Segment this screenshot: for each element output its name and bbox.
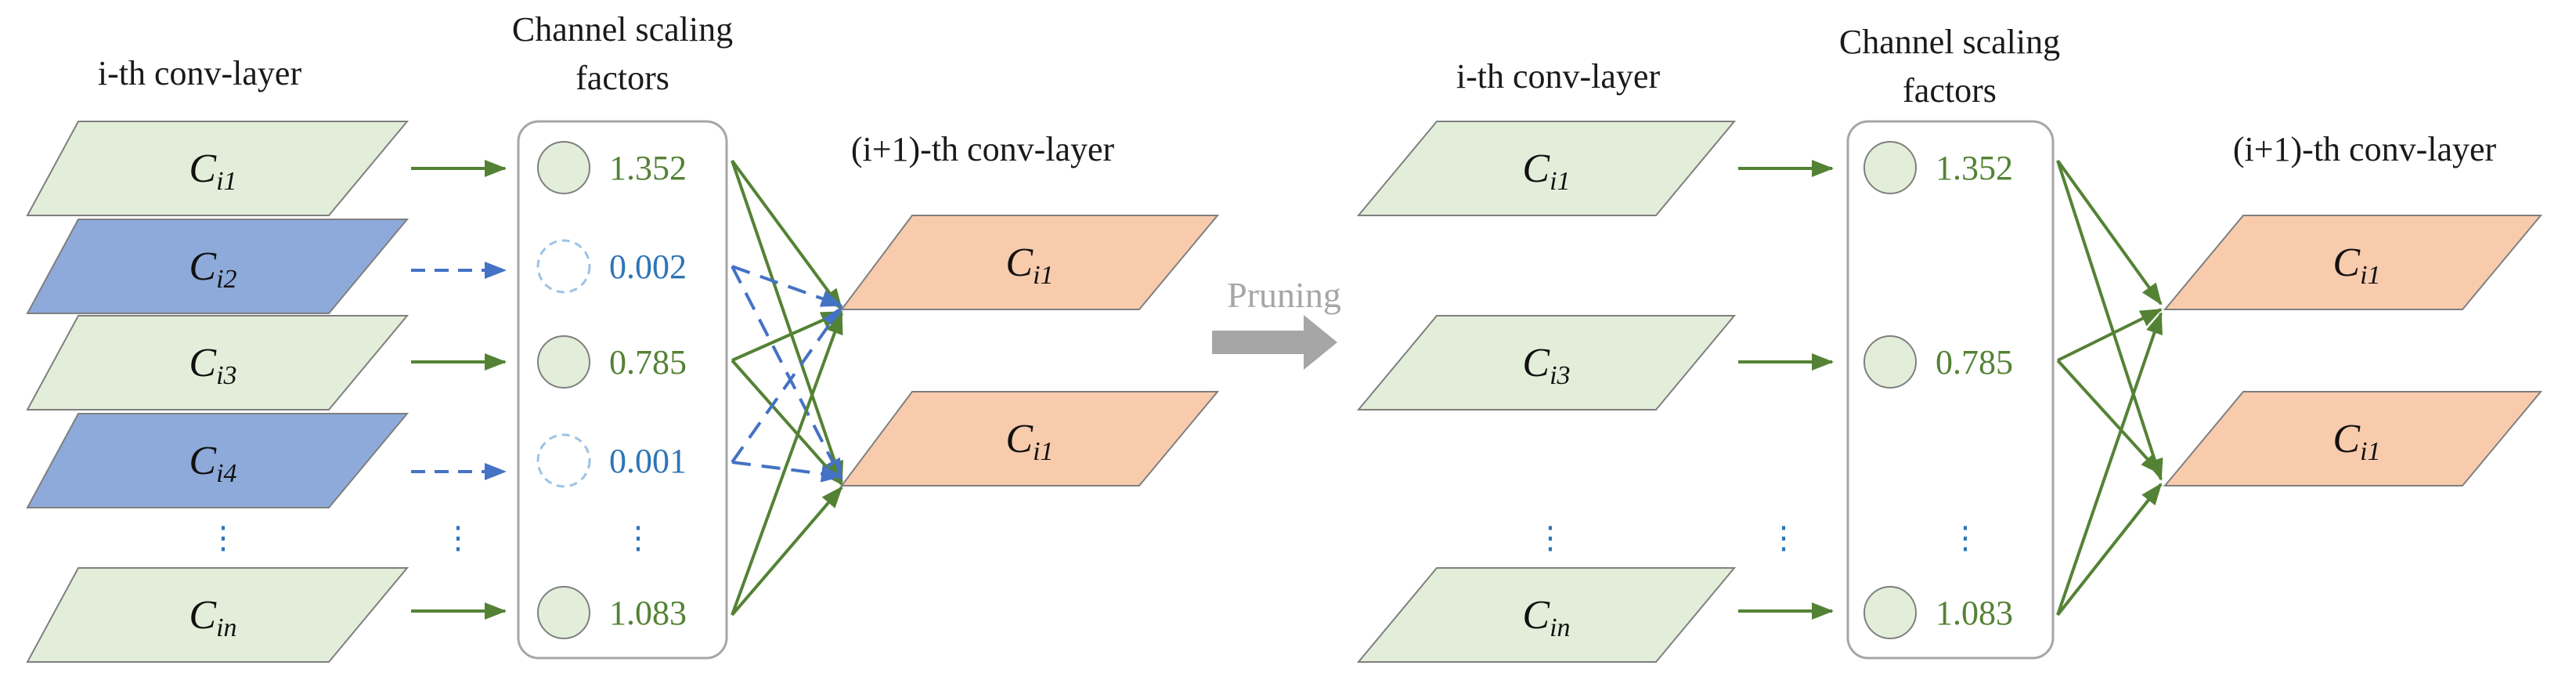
left-output-2-letter: C	[1005, 417, 1034, 461]
svg-text:Ci3: Ci3	[189, 341, 236, 390]
svg-text:Ci2: Ci2	[189, 244, 236, 294]
pruning-label: Pruning	[1227, 275, 1341, 315]
right-conv-layer-title: i-th conv-layer	[1456, 57, 1661, 96]
left-output-1: Ci1	[840, 215, 1220, 310]
pruning-arrow-icon	[1212, 315, 1337, 370]
svg-text:Cin: Cin	[1522, 593, 1570, 642]
svg-text:Ci1: Ci1	[2332, 417, 2380, 466]
left-factor-circle-2-pruned	[536, 239, 591, 294]
right-factor-circle-n	[1863, 586, 1917, 639]
svg-text:Ci1: Ci1	[189, 146, 236, 196]
left-factor-circle-3	[537, 335, 590, 389]
left-channel-1: Ci1	[26, 121, 409, 216]
right-factor-circle-2	[1863, 335, 1917, 389]
right-factor-value-2: 0.785	[1936, 343, 2013, 382]
left-channel-2: Ci2	[26, 219, 409, 314]
right-channel-2-letter: C	[1522, 341, 1550, 385]
right-scaling-title-line2: factors	[1903, 71, 1997, 110]
left-channel-n-letter: C	[189, 593, 217, 638]
right-channel-1: Ci1	[1356, 121, 1737, 216]
right-output-1-sub: i1	[2360, 261, 2380, 290]
left-channel-4-letter: C	[189, 439, 217, 483]
left-factor-value-4: 0.001	[609, 442, 687, 480]
left-channel-2-letter: C	[189, 244, 217, 289]
left-output-2-sub: i1	[1033, 437, 1053, 466]
right-output-1-letter: C	[2332, 241, 2361, 285]
left-factor-circle-n	[537, 586, 590, 639]
right-channel-n: Cin	[1356, 567, 1737, 663]
left-channel-3-sub: i3	[216, 361, 236, 390]
right-channels-ellipsis: ⋮	[1535, 520, 1566, 555]
right-factor-value-n: 1.083	[1936, 594, 2013, 632]
left-factor-value-n: 1.083	[609, 594, 687, 632]
right-output-2-sub: i1	[2360, 437, 2380, 466]
left-output-1-sub: i1	[1033, 261, 1053, 290]
right-scaling-title-line1: Channel scaling	[1839, 23, 2060, 61]
right-channel-2: Ci3	[1356, 315, 1737, 410]
right-factors-ellipsis: ⋮	[1950, 520, 1981, 555]
left-scaling-factor-box	[517, 120, 728, 660]
right-next-layer-title: (i+1)-th conv-layer	[2233, 130, 2497, 168]
left-channel-2-sub: i2	[216, 265, 236, 294]
svg-text:Ci1: Ci1	[1005, 241, 1053, 290]
svg-text:Cin: Cin	[189, 593, 236, 642]
left-channel-1-sub: i1	[216, 167, 236, 196]
left-factor-circle-4-pruned	[536, 433, 591, 488]
svg-text:Ci1: Ci1	[1522, 146, 1570, 196]
left-channel-4-sub: i4	[216, 459, 236, 488]
svg-text:Ci1: Ci1	[1005, 417, 1053, 466]
right-channel-n-sub: in	[1550, 613, 1570, 642]
right-factor-circle-1	[1863, 141, 1917, 194]
left-channels-ellipsis: ⋮	[207, 520, 239, 555]
left-channel-n-sub: in	[216, 613, 236, 642]
svg-text:Ci1: Ci1	[2332, 241, 2380, 290]
left-channel-3-letter: C	[189, 341, 217, 385]
right-output-1: Ci1	[2163, 215, 2543, 310]
left-channel-3: Ci3	[26, 315, 409, 410]
left-factors-ellipsis: ⋮	[622, 520, 654, 555]
left-channel-1-letter: C	[189, 146, 217, 191]
right-channel-1-sub: i1	[1550, 167, 1570, 196]
left-conv-layer-title: i-th conv-layer	[98, 54, 302, 92]
left-factor-value-1: 1.352	[609, 149, 687, 187]
right-output-2-letter: C	[2332, 417, 2361, 461]
left-channel-4: Ci4	[26, 413, 409, 508]
right-connections	[2056, 159, 2163, 617]
svg-text:Ci3: Ci3	[1522, 341, 1570, 390]
right-arrows-ellipsis: ⋮	[1768, 520, 1799, 555]
right-scaling-factor-box	[1846, 120, 2055, 660]
svg-text:Ci4: Ci4	[189, 439, 236, 488]
left-connections	[731, 159, 844, 617]
left-output-2: Ci1	[840, 391, 1220, 486]
left-factor-circle-1	[537, 141, 590, 194]
left-arrows-ellipsis: ⋮	[442, 520, 474, 555]
left-factor-value-3: 0.785	[609, 343, 687, 382]
right-channel-2-sub: i3	[1550, 361, 1570, 390]
right-channel-n-letter: C	[1522, 593, 1550, 638]
left-output-1-letter: C	[1005, 241, 1034, 285]
left-channel-n: Cin	[26, 567, 409, 663]
left-factor-value-2: 0.002	[609, 248, 687, 286]
right-factor-value-1: 1.352	[1936, 149, 2013, 187]
right-output-2: Ci1	[2163, 391, 2543, 486]
left-scaling-title-line1: Channel scaling	[512, 10, 733, 49]
left-scaling-title-line2: factors	[575, 59, 669, 97]
right-channel-1-letter: C	[1522, 146, 1550, 191]
left-next-layer-title: (i+1)-th conv-layer	[851, 130, 1115, 168]
